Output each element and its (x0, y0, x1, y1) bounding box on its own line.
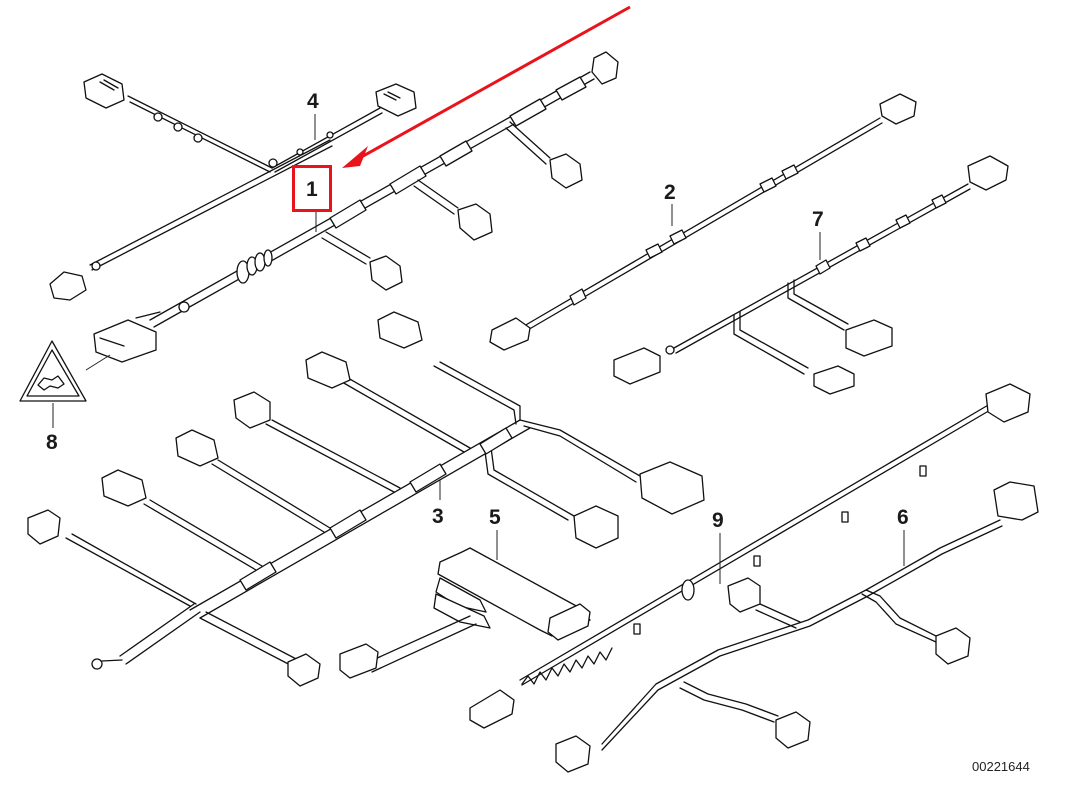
sleeve-segments-icon (815, 194, 947, 275)
sleeve-segments-icon (239, 427, 513, 591)
connector-icon (549, 153, 583, 189)
part-5-ribbon-cable[interactable] (339, 547, 591, 679)
connector-icon (555, 735, 591, 773)
clip-icon (633, 465, 927, 635)
highlight-arrow-icon (342, 5, 631, 168)
connector-icon (845, 319, 893, 357)
part-4-cable[interactable] (49, 73, 417, 301)
connector-icon (639, 461, 705, 515)
connector-icon (985, 383, 1031, 423)
sensor-icon (469, 689, 515, 729)
connector-icon (457, 203, 493, 241)
sleeve-segments-icon (329, 76, 587, 229)
callout-5[interactable]: 5 (489, 506, 501, 529)
part-6-harness[interactable] (555, 481, 1039, 773)
callout-leader-lines (314, 114, 905, 584)
connector-icon (879, 93, 917, 125)
connector-icon (613, 345, 675, 385)
connector-icon (175, 429, 219, 467)
callout-3[interactable]: 3 (432, 505, 444, 528)
connector-icon (377, 311, 423, 349)
connector-icon (83, 73, 125, 109)
connector-icon (375, 83, 417, 117)
connector-icon (27, 509, 61, 545)
grommet-icon (236, 249, 273, 284)
part-1-main-harness[interactable] (93, 51, 619, 363)
connector-icon (591, 51, 619, 85)
callout-7[interactable]: 7 (812, 208, 824, 231)
callout-2[interactable]: 2 (664, 181, 676, 204)
ground-eyelet-icon (91, 658, 123, 670)
connector-icon (305, 351, 351, 389)
callout-1[interactable]: 1 (306, 178, 318, 201)
connector-icon (49, 261, 101, 301)
connector-icon (573, 505, 619, 549)
sleeve-segments-icon (569, 164, 799, 306)
connector-icon (101, 469, 147, 507)
part-9-sensor-cable[interactable] (469, 383, 1031, 729)
connector-icon (935, 627, 971, 665)
connector-icon (489, 317, 531, 351)
connector-icon (775, 711, 811, 749)
spring-icon (521, 647, 613, 685)
highlight-box (292, 165, 332, 212)
part-8-warning-label[interactable] (19, 340, 111, 428)
part-2-cable[interactable] (489, 93, 917, 351)
connector-icon (727, 577, 761, 613)
connector-icon (813, 365, 855, 395)
diagram-id: 00221644 (972, 759, 1030, 774)
callout-9[interactable]: 9 (712, 509, 724, 532)
connector-icon (369, 255, 403, 291)
part-3-harness[interactable] (27, 311, 705, 687)
connector-icon (233, 391, 271, 429)
part-7-cable[interactable] (613, 155, 1009, 395)
connector-icon (547, 603, 591, 641)
connector-icon (287, 653, 321, 687)
connector-icon (993, 481, 1039, 521)
callout-4[interactable]: 4 (307, 90, 319, 113)
connector-icon (967, 155, 1009, 191)
connector-icon (339, 643, 379, 679)
callout-8[interactable]: 8 (46, 431, 58, 454)
clip-icon (153, 112, 334, 168)
callout-6[interactable]: 6 (897, 506, 909, 529)
connector-icon (93, 311, 161, 363)
